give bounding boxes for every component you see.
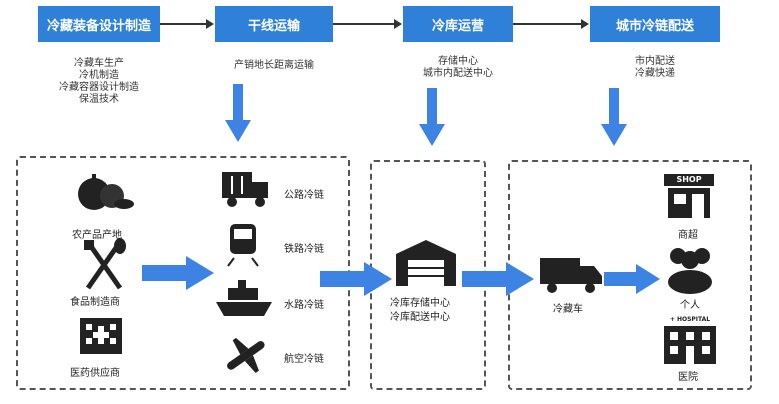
stage-box-equipment: 冷藏装备设计制造 <box>38 6 160 42</box>
stage-desc-storage: 存储中心 城市内配送中心 <box>423 56 493 79</box>
destination-label: 医院 <box>678 372 698 383</box>
stage-desc-equipment: 冷藏车生产 冷机制造 冷藏容器设计制造 保温技术 <box>59 58 139 105</box>
flow-arrow <box>160 19 214 29</box>
destination-label: 商超 <box>678 230 698 241</box>
people-icon <box>668 248 712 294</box>
origin-label: 医药供应商 <box>70 368 120 379</box>
down-arrow-icon <box>419 88 445 146</box>
fork-knife-icon <box>84 238 126 290</box>
stage-desc-city: 市内配送 冷藏快递 <box>635 56 675 79</box>
stage-title: 城市冷链配送 <box>615 18 694 34</box>
transport-label: 水路冷链 <box>284 300 324 311</box>
stage-box-city: 城市冷链配送 <box>590 6 720 42</box>
truck-label: 冷藏车 <box>553 304 583 315</box>
shop-sign: SHOP <box>676 175 702 184</box>
big-arrow-icon <box>142 256 214 290</box>
big-arrow-icon <box>320 262 392 296</box>
big-arrow-icon <box>462 262 534 296</box>
hospital-sign: + HOSPITAL <box>669 316 711 323</box>
stage-title: 冷藏装备设计制造 <box>46 18 151 34</box>
down-arrow-icon <box>601 88 627 146</box>
truck-icon <box>222 172 268 207</box>
stage-title: 冷库运营 <box>431 18 484 34</box>
transport-label: 公路冷链 <box>284 190 324 201</box>
warehouse-label: 冷库存储中心 <box>390 298 450 309</box>
delivery-truck-icon <box>540 258 602 293</box>
stage-desc-trunk: 产销地长距离运输 <box>234 60 314 71</box>
warehouse-icon <box>396 240 456 286</box>
warehouse-label: 冷库配送中心 <box>390 312 450 323</box>
airplane-icon <box>227 337 265 373</box>
stage-box-storage: 冷库运营 <box>403 6 513 42</box>
flow-arrow <box>513 19 589 29</box>
ship-icon <box>216 280 272 316</box>
hospital-icon <box>664 326 716 364</box>
train-icon <box>227 224 259 267</box>
stage-title: 干线运输 <box>247 18 300 34</box>
origin-label: 农产品产地 <box>72 230 122 241</box>
transport-label: 铁路冷链 <box>284 244 324 255</box>
stage-box-trunk: 干线运输 <box>215 6 333 42</box>
flow-arrow <box>333 19 402 29</box>
down-arrow-icon <box>225 84 251 142</box>
big-arrow-icon <box>604 264 660 294</box>
destination-label: 个人 <box>680 300 700 311</box>
shop-icon <box>664 174 714 218</box>
origin-label: 食品制造商 <box>70 297 120 308</box>
produce-icon <box>78 174 134 210</box>
pharmacy-building-icon <box>80 318 122 354</box>
transport-label: 航空冷链 <box>284 354 324 365</box>
